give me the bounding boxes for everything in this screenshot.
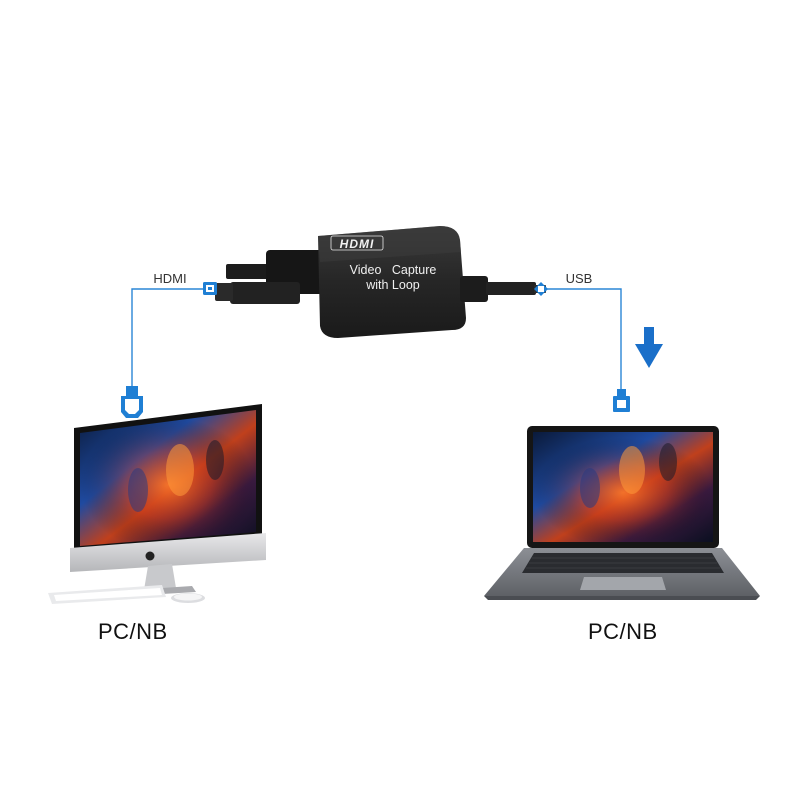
laptop-computer (484, 426, 760, 600)
hdmi-plug-top-icon (203, 282, 217, 295)
hdmi-connection-label: HDMI (153, 271, 186, 286)
usb-plug-top-icon (534, 282, 548, 296)
usb-cable-line (545, 288, 622, 392)
hdmi-logo: HDMI (330, 235, 384, 251)
usb-plug-bottom-icon (613, 389, 630, 412)
device-label-line1: Video Capture (350, 263, 437, 277)
capture-device: HDMI Video Capture with Loop (215, 226, 546, 338)
hdmi-logo-text: HDMI (340, 237, 375, 251)
right-device-caption: PC/NB (588, 619, 658, 644)
hdmi-plug-bottom-icon (121, 386, 143, 418)
desktop-computer (48, 404, 266, 604)
hdmi-cable-line (131, 288, 208, 388)
usb-connection-label: USB (566, 271, 593, 286)
left-device-caption: PC/NB (98, 619, 168, 644)
device-label-line2: with Loop (365, 278, 420, 292)
arrow-down-icon (635, 327, 663, 368)
